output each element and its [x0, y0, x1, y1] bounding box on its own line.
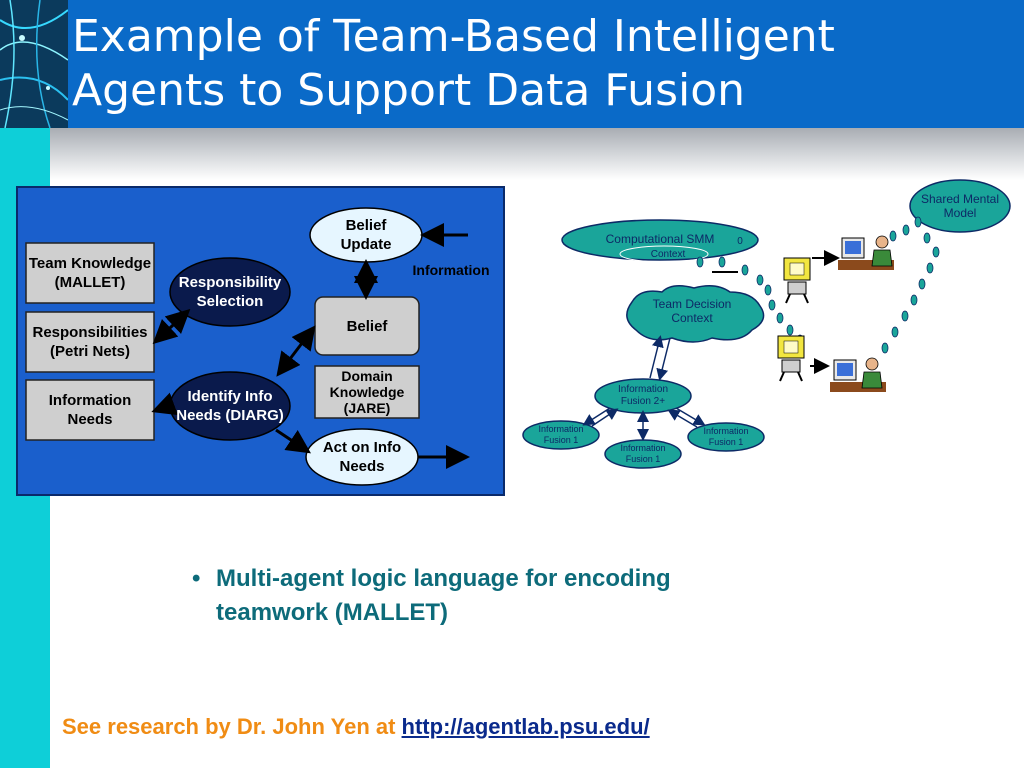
agent-arrows — [712, 250, 840, 374]
bullet-dot: • — [192, 565, 201, 592]
title-line-2: Agents to Support Data Fusion — [72, 65, 746, 116]
agentlab-link[interactable]: http://agentlab.psu.edu/ — [401, 714, 650, 739]
shared-mental-model-node — [909, 179, 1011, 233]
context-label: Context — [650, 249, 686, 260]
team-knowledge-label: Team Knowledge (MALLET) — [28, 255, 152, 291]
zero-mark-label: 0 — [737, 236, 743, 247]
act-on-info-needs-label: Act on Info Needs — [322, 439, 402, 475]
context-swirl — [619, 245, 709, 263]
footer-prefix: See research by Dr. John Yen at — [62, 714, 402, 739]
domain-knowledge-box — [314, 365, 420, 419]
domain-knowledge-label: Domain Knowledge (JARE) — [329, 368, 405, 416]
computational-smm-node — [561, 219, 759, 261]
info-fusion-1b-label: Information Fusion 1 — [620, 443, 666, 464]
human-operator-2-icon — [830, 357, 886, 392]
right-diagram — [522, 179, 1011, 469]
belief-label: Belief — [346, 317, 388, 335]
info-fusion-1a-node — [522, 420, 600, 450]
dotted-link-dots — [696, 216, 940, 354]
responsibilities-label: Responsibilities (Petri Nets) — [32, 324, 148, 360]
title-line-1: Example of Team-Based Intelligent — [72, 11, 835, 62]
information-needs-label: Information Needs — [48, 392, 132, 428]
bullet-item: Multi-agent logic language for encoding … — [216, 565, 671, 626]
identify-info-needs-label: Identify Info Needs (DIARG) — [176, 388, 284, 424]
team-decision-context-label: Team Decision Context — [652, 297, 732, 325]
belief-update-label: Belief Update — [340, 217, 392, 253]
gradient-band — [50, 128, 1024, 180]
info-fusion-2-label: Information Fusion 2+ — [617, 384, 669, 407]
slide-title: Example of Team-Based Intelligent Agents… — [72, 10, 1012, 118]
robot-agent-1-icon — [783, 257, 811, 304]
information-needs-box — [25, 379, 155, 441]
human-operator-1-icon — [838, 235, 894, 270]
info-fusion-1c-node — [687, 422, 765, 452]
info-fusion-1c-label: Information Fusion 1 — [703, 426, 749, 447]
information-label: Information — [412, 261, 490, 278]
title-bar — [0, 0, 1024, 128]
responsibilities-box — [25, 311, 155, 373]
responsibility-selection-node — [169, 257, 291, 327]
footer-credit: See research by Dr. John Yen at http://a… — [62, 714, 650, 740]
left-diagram-connectors — [151, 223, 470, 469]
info-fusion-1a-label: Information Fusion 1 — [538, 424, 584, 445]
corner-image — [0, 0, 68, 128]
team-knowledge-box — [25, 242, 155, 304]
shared-mental-model-label: Shared Mental Model — [920, 192, 1000, 220]
responsibility-selection-label: Responsibility Selection — [178, 274, 282, 310]
computational-smm-label: Computational SMM — [605, 232, 715, 246]
robot-agent-2-icon — [777, 335, 805, 382]
